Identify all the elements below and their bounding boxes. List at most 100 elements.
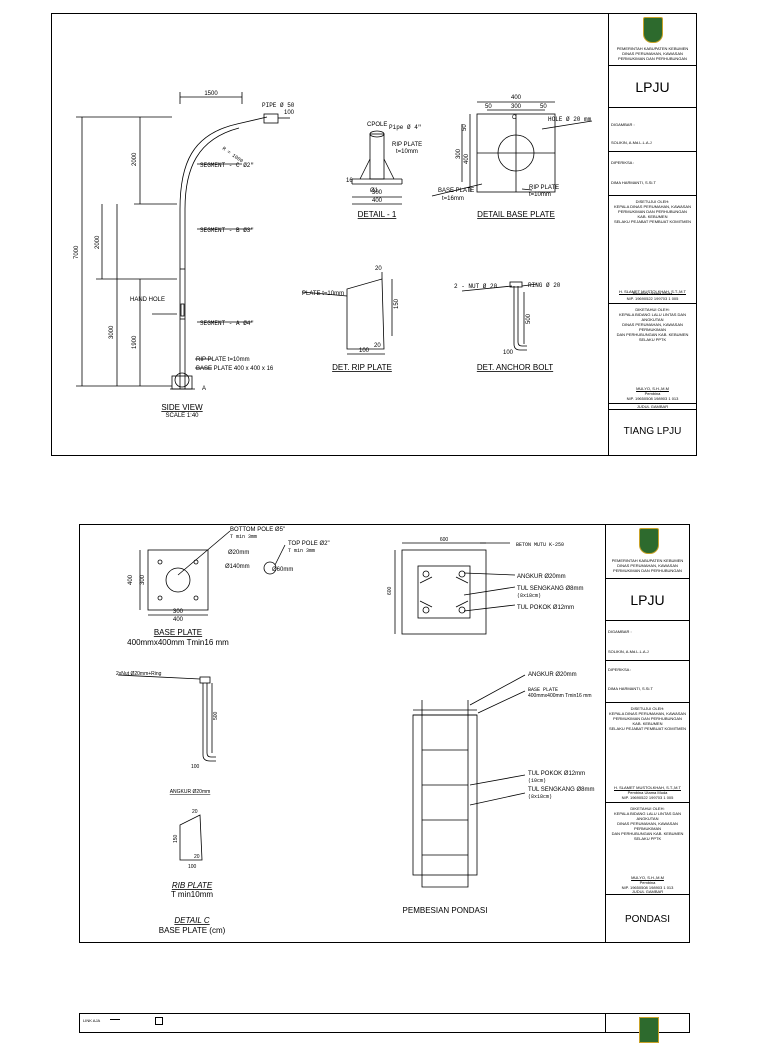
kebumen-emblem — [643, 17, 663, 43]
rip-dim-20a: 20 — [375, 266, 382, 272]
dim-100: 100 — [284, 110, 295, 116]
agency-cell: PEMERINTAH KABUPATEN KEBUMEN DINAS PERUM… — [606, 525, 689, 579]
drawn-by-value: SOLIKIN, A.Md.L.L.A.J — [608, 649, 649, 654]
segment-a-label: SEGMENT - A Ø4" — [200, 320, 254, 327]
agency-cell: PEMERINTAH KABUPATEN KEBUMEN DINAS PERUM… — [609, 14, 696, 66]
base-dim-400: 400 — [511, 95, 522, 101]
rib-subtitle: T min10mm — [171, 890, 213, 899]
top-pole-t: T min 3mm — [288, 548, 315, 554]
dim-2000b: 2000 — [95, 235, 101, 249]
side-view-title: SIDE VIEW — [161, 403, 203, 412]
section-angkur: ANGKUR Ø20mm — [528, 672, 577, 678]
section-mark-a: A — [202, 386, 206, 392]
drawing-title-label: JUDUL GAMBAR — [606, 889, 689, 895]
detail1-pipe: Pipe Ø 4" — [389, 124, 421, 131]
approval-cell-2: DIKETAHUI OLEH: KEPALA BIDANG LALU LINTA… — [609, 304, 696, 404]
hand-hole-label: HAND HOLE — [130, 297, 165, 303]
official-1-name: H. SLAMET MUSTOLKHAH, S.T.,M.T — [614, 785, 681, 790]
pondasi-drawing: BOTTOM POLE Ø5" T min 3mm TOP POLE Ø2" T… — [116, 527, 594, 935]
pembesian-title: PEMBESIAN PONDASI — [403, 906, 488, 915]
side-view-scale: SCALE 1:40 — [165, 413, 199, 419]
checked-by-label: DIPERIKSA : — [608, 667, 632, 672]
plan-dim-600v: 600 — [387, 586, 393, 595]
anchor-title: ANGKUR Ø20mm — [170, 789, 211, 795]
base-hole-label: HOLE Ø 20 mm — [548, 116, 592, 123]
agency-name: PEMERINTAH KABUPATEN KEBUMEN DINAS PERUM… — [611, 558, 684, 573]
project-name: LPJU — [609, 66, 696, 108]
base-dim-400v: 400 — [128, 574, 134, 585]
tiang-lpju-drawing: 1500 PIPE Ø 50 100 R = 1000 SEGMENT - C … — [74, 91, 593, 419]
plan-sengkang-sp: (8x18cm) — [517, 593, 541, 599]
detail-c-subtitle: BASE PLATE (cm) — [159, 926, 226, 935]
base-dim-50b: 50 — [540, 104, 547, 110]
base-dim-300v: 300 — [140, 574, 146, 585]
base-rip-t: t=10mm — [529, 192, 551, 198]
segment-b-label: SEGMENT - B Ø3" — [200, 227, 254, 234]
approval-text-1: DISETUJUI OLEH: KEPALA DINAS PERUMAHAN, … — [608, 706, 687, 731]
section-pokok: TUL POKOK Ø12mm — [528, 771, 585, 777]
agency-name: PEMERINTAH KABUPATEN KEBUMEN DINAS PERUM… — [616, 46, 689, 61]
anchor-dim-100: 100 — [191, 764, 200, 770]
rib-dim-20b: 20 — [194, 854, 200, 860]
approval-cell-1: DISETUJUI OLEH: KEPALA DINAS PERUMAHAN, … — [606, 703, 689, 803]
rip-dim-20b: 20 — [374, 343, 381, 349]
approval-cell-2: DIKETAHUI OLEH: KEPALA BIDANG LALU LINTA… — [606, 803, 689, 895]
official-1-nip: Pembina Utama Muda NIP. 19690522 199703 … — [626, 291, 679, 301]
base-dim-50a: 50 — [485, 104, 492, 110]
drawing-title: PONDASI — [624, 914, 670, 925]
anchor-nut-label: 2 - NUT Ø 20 — [454, 283, 498, 290]
dim-2000a: 2000 — [132, 152, 138, 166]
detail1-dim-16: 16 — [346, 178, 353, 184]
detail1-cpole: CPOLE — [367, 122, 387, 128]
official-2-nip: Pembina NIP. 19650508 198903 1 013 — [621, 880, 674, 890]
detail1-dim-300: 300 — [372, 190, 383, 196]
approval-text-2: DIKETAHUI OLEH: KEPALA BIDANG LALU LINTA… — [616, 307, 689, 342]
section-base-dim: 400mmx400mm Tmin16 mm — [528, 693, 592, 699]
drawn-by-cell: DIGAMBAR : SOLIKIN, A.Md.L.L.A.J — [609, 108, 696, 152]
base-mark-c: C — [512, 115, 517, 121]
drawn-by-label: DIGAMBAR : — [608, 629, 632, 634]
dim-1900: 1900 — [132, 335, 138, 349]
bottom-pole-t: T min 3mm — [230, 534, 257, 540]
corner-symbol — [110, 1019, 120, 1020]
detail1-rip-t: t=10mm — [396, 149, 418, 155]
base-rip-label: RIP PLATE — [529, 185, 559, 191]
hole-d140: Ø140mm — [225, 564, 250, 570]
anchor-bolt-title: DET. ANCHOR BOLT — [477, 363, 553, 372]
plan-angkur: ANGKUR Ø20mm — [517, 574, 566, 580]
dim-7000: 7000 — [74, 245, 80, 259]
kebumen-emblem — [639, 528, 659, 554]
approval-cell-1: DISETUJUI OLEH: KEPALA DINAS PERUMAHAN, … — [609, 196, 696, 304]
bottom-pole-label: BOTTOM POLE Ø5" — [230, 527, 285, 533]
anchor-dim-500: 500 — [213, 711, 219, 720]
pipe-label: PIPE Ø 50 — [262, 102, 295, 109]
segment-c-label: SEGMENT - C Ø2" — [200, 162, 254, 169]
base-dim-v50: 50 — [462, 124, 468, 131]
checked-by-value: DIMA HARMANTI, S.Si.T — [611, 180, 656, 185]
detail-base-title: DETAIL BASE PLATE — [477, 210, 555, 219]
checked-by-cell: DIPERIKSA : DIMA HARMANTI, S.Si.T — [609, 152, 696, 196]
rip-dim-100: 100 — [359, 348, 370, 354]
rip-plate-title: DET. RIP PLATE — [332, 363, 392, 372]
rip-plate-label: RIP PLATE t=10mm — [196, 357, 250, 363]
approval-text-1: DISETUJUI OLEH: KEPALA DINAS PERUMAHAN, … — [613, 199, 692, 224]
detail1-dim-phi: Ø1 — [370, 188, 379, 194]
base-plate-title: BASE PLATE — [154, 628, 202, 637]
drawn-by-cell: DIGAMBAR : SOLIKIN, A.Md.L.L.A.J — [606, 621, 689, 661]
detail1-dim-400: 400 — [372, 198, 383, 204]
detail1-title: DETAIL - 1 — [358, 210, 397, 219]
official-1-name: H. SLAMET MUSTOLKHAH, S.T.,M.T — [619, 289, 686, 294]
base-plate-label: BASE PLATE 400 x 400 x 16 — [196, 366, 274, 372]
rip-plate-t-label: PLATE t=10mm — [302, 291, 344, 297]
official-2-nip: Pembina NIP. 19650508 198903 1 013 — [626, 391, 679, 401]
section-sengkang: TUL SENGKANG Ø8mm — [528, 787, 594, 793]
base-dim-400h: 400 — [173, 617, 184, 623]
base-dim-300h: 300 — [173, 609, 184, 615]
base-dim-300: 300 — [511, 104, 522, 110]
anchor-ring-label: RING Ø 20 — [528, 282, 561, 289]
drawing-sheet-tiang-lpju: 1500 PIPE Ø 50 100 R = 1000 SEGMENT - C … — [51, 13, 697, 456]
section-base: BASE PLATE — [528, 687, 558, 693]
top-pole-label: TOP POLE Ø2" — [288, 541, 330, 547]
drawing-sheet-pondasi: BOTTOM POLE Ø5" T min 3mm TOP POLE Ø2" T… — [79, 524, 690, 943]
drawing-sheet-partial: LINK AJA — [79, 1013, 690, 1043]
